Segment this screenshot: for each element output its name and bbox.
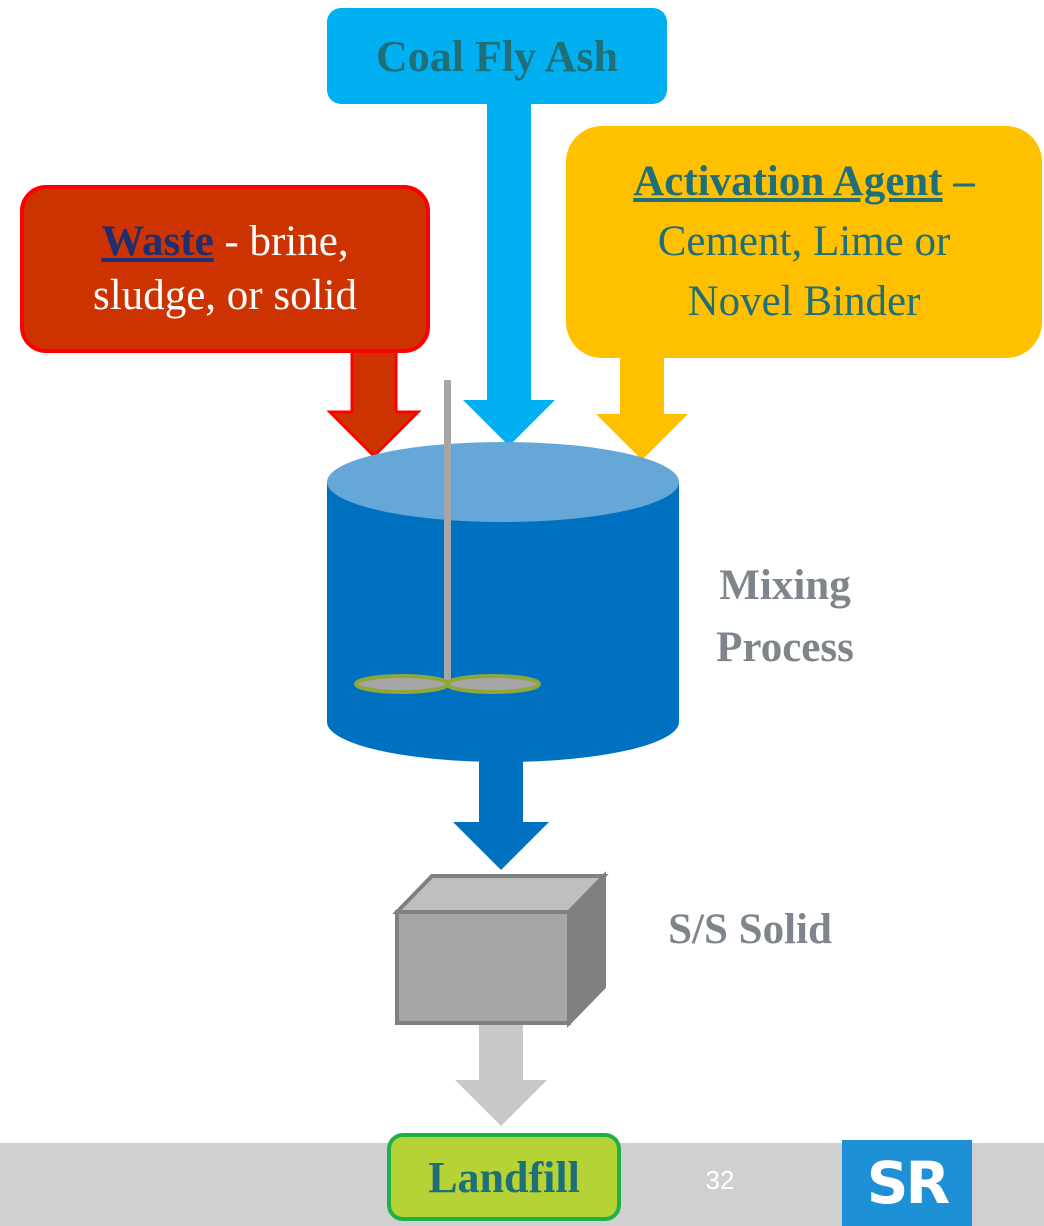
cube-front-face bbox=[395, 910, 571, 1025]
activation-agent-box: Activation Agent – Cement, Lime or Novel… bbox=[566, 126, 1042, 358]
tank-body bbox=[327, 482, 679, 762]
waste-keyword: Waste bbox=[101, 218, 214, 265]
mixer-blade-right bbox=[445, 674, 541, 694]
mixer-blade-left bbox=[354, 674, 450, 694]
ss-solid-label: S/S Solid bbox=[668, 906, 832, 953]
activation-agent-keyword: Activation Agent bbox=[633, 158, 943, 205]
coal-fly-ash-box: Coal Fly Ash bbox=[327, 8, 667, 104]
coal-fly-ash-label: Coal Fly Ash bbox=[375, 31, 619, 81]
waste-arrow bbox=[326, 343, 422, 459]
ss-solid-cube bbox=[392, 871, 609, 1028]
mixing-tank bbox=[327, 380, 679, 762]
waste-line1-rest: - brine, bbox=[213, 218, 349, 265]
tank-top bbox=[327, 442, 679, 522]
waste-line2: sludge, or solid bbox=[93, 272, 357, 319]
activation-agent-dash: – bbox=[942, 158, 975, 205]
coal-fly-ash-arrow bbox=[463, 100, 555, 446]
mixing-line2: Process bbox=[716, 624, 854, 671]
sr-logo: SR bbox=[842, 1140, 972, 1226]
page-number: 32 bbox=[705, 1165, 735, 1195]
landfill-box: Landfill bbox=[387, 1133, 621, 1221]
landfill-label: Landfill bbox=[428, 1152, 580, 1202]
mixer-shaft bbox=[444, 380, 451, 682]
activation-agent-arrow bbox=[596, 350, 688, 460]
logo-text: SR bbox=[866, 1149, 950, 1217]
mixing-output-arrow bbox=[453, 757, 549, 870]
waste-box: Waste - brine, sludge, or solid bbox=[20, 185, 430, 353]
landfill-arrow bbox=[455, 1025, 547, 1126]
activation-agent-line3: Novel Binder bbox=[687, 278, 921, 325]
activation-agent-line2: Cement, Lime or bbox=[657, 218, 951, 265]
mixing-process-label: Mixing Process bbox=[690, 555, 880, 679]
mixing-line1: Mixing bbox=[719, 562, 851, 609]
